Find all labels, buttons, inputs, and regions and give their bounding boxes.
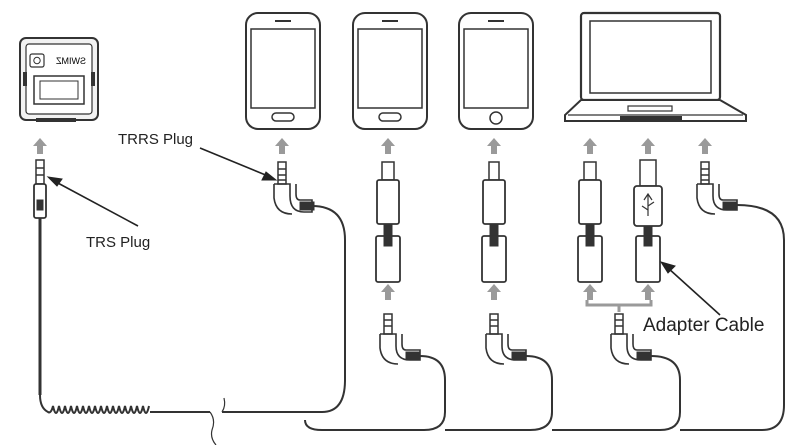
brand-logo: SWIMZ	[56, 56, 86, 66]
trrs-cable-phone-2	[304, 313, 446, 431]
trrs-cable-laptop	[680, 161, 785, 431]
arrows	[33, 138, 712, 312]
lightning-adapter	[481, 161, 507, 283]
trrs-cable-phone	[273, 161, 346, 413]
usb-c-adapter	[375, 161, 401, 283]
laptop	[564, 11, 747, 122]
trrs-plug-label: TRRS Plug	[118, 131, 194, 148]
receiver-device: SWIMZ	[19, 37, 99, 122]
laptop-usb-a-adapter	[633, 159, 663, 283]
android-phone-usb-c	[245, 12, 321, 130]
trs-cable	[33, 159, 322, 445]
trrs-cable-laptop-adapter	[552, 313, 681, 431]
power-button-icon	[29, 53, 45, 68]
iphone	[458, 12, 534, 130]
laptop-usb-c-adapter	[577, 161, 603, 283]
label-pointers	[46, 147, 721, 316]
android-phone-micro-usb	[352, 12, 428, 130]
trs-plug-label: TRS Plug	[86, 234, 151, 251]
trrs-cable-iphone	[445, 313, 553, 431]
adapter-cable-label: Adapter Cable	[643, 315, 765, 336]
